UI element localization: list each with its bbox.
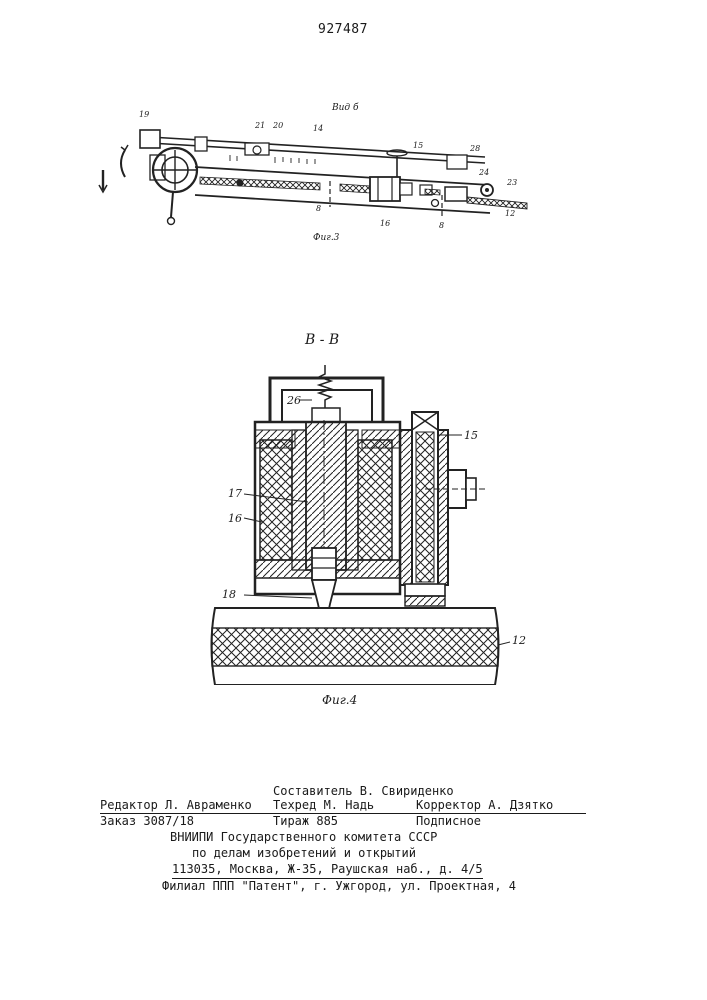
fig4-label-16: 16 <box>228 512 242 525</box>
imprint-branch: Филиал ППП "Патент", г. Ужгород, ул. Про… <box>162 878 516 894</box>
imprint-subscription: Подписное <box>416 813 481 829</box>
fig3-caption: Фиг.3 <box>313 233 339 243</box>
fig3-label-24: 24 <box>478 168 489 177</box>
imprint-order-row: Заказ 3087/18 Тираж 885 Подписное <box>100 813 586 829</box>
fig4-label-15: 15 <box>464 429 478 442</box>
imprint-order: Заказ 3087/18 <box>100 813 194 829</box>
fig3-label-15: 15 <box>413 141 423 150</box>
fig4-label-26: 26 <box>286 394 301 407</box>
fig4-label-18: 18 <box>222 588 236 601</box>
fig3-label-8b: 8 <box>439 221 444 230</box>
fig3-label-23: 23 <box>506 178 517 187</box>
fig4-drawing: 26 15 17 16 18 12 <box>200 360 530 685</box>
fig3-label-21: 21 <box>254 121 265 130</box>
fig3-view-label: Вид б <box>332 103 358 113</box>
fig3-label-12: 12 <box>505 209 515 218</box>
imprint-corrector: Корректор А. Дзятко <box>416 797 553 813</box>
fig3-label-19: 19 <box>139 110 149 119</box>
imprint-staff-row: Редактор Л. Авраменко Техред М. Надь Кор… <box>100 797 586 814</box>
imprint-org-line1: ВНИИПИ Государственного комитета СССР <box>170 829 437 845</box>
patent-number: 927487 <box>318 22 368 37</box>
imprint-org-line2: по делам изобретений и открытий <box>192 845 416 861</box>
fig3-label-28: 28 <box>469 144 480 153</box>
fig4-label-17: 17 <box>228 487 242 500</box>
fig3-label-20: 20 <box>272 121 283 130</box>
fig3-drawing: 19 21 20 14 15 28 24 23 12 8 16 8 <box>95 95 540 255</box>
imprint-editor: Редактор Л. Авраменко <box>100 797 252 813</box>
imprint-circulation: Тираж 885 <box>273 813 338 829</box>
fig4-label-12: 12 <box>512 634 526 647</box>
fig3-label-8a: 8 <box>316 204 321 213</box>
fig3-label-14: 14 <box>313 124 323 133</box>
fig4-caption: Фиг.4 <box>322 693 357 707</box>
fig4-section-label: В - В <box>305 332 339 348</box>
imprint-techred: Техред М. Надь <box>273 797 374 813</box>
imprint-address: 113035, Москва, Ж-35, Раушская наб., д. … <box>172 861 483 879</box>
fig3-label-16: 16 <box>380 219 390 228</box>
